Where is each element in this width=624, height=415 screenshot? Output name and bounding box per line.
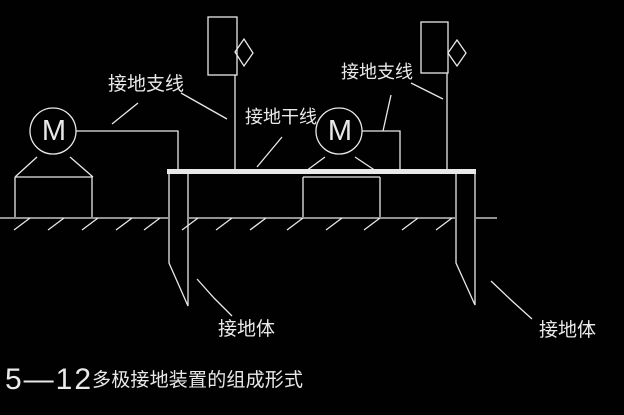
caption-figure-number: 5—12: [5, 363, 94, 396]
equipment-2-symbol: [420, 21, 467, 74]
leader-electrode-right: [490, 280, 533, 320]
equipment-1-box: [207, 16, 238, 76]
grounding-trunk-busbar: [167, 169, 476, 174]
equipment-2-box: [420, 21, 449, 74]
motor-2-symbol: [302, 107, 381, 217]
motor-2-letter: M: [327, 115, 353, 147]
grounding-rod-left: [168, 174, 189, 307]
motor-1-symbol: [14, 107, 94, 217]
leader-branch-left-to-wire1: [180, 92, 228, 120]
leader-trunk-to-busbar: [256, 136, 283, 168]
ground-hatching: [13, 217, 453, 231]
motor-1-branch-wire: [76, 130, 179, 169]
label-grounding-branch-left: 接地支线: [108, 74, 185, 95]
motor-1-pedestal: [14, 176, 93, 217]
equipment-2-diamond-icon: [447, 38, 467, 68]
motor-1-letter: M: [41, 115, 67, 147]
label-grounding-electrode-left: 接地体: [218, 319, 276, 340]
grounding-rod-right: [455, 174, 476, 306]
label-grounding-branch-right: 接地支线: [341, 62, 413, 82]
label-grounding-electrode-right: 接地体: [539, 320, 597, 341]
motor-2-branch-wire: [362, 130, 401, 169]
leader-branch-right-to-motor2: [382, 94, 392, 132]
motor-1-trapezoid: [14, 156, 94, 178]
label-grounding-trunk: 接地干线: [245, 107, 317, 127]
leader-branch-right-to-wire2: [410, 82, 444, 100]
leader-branch-left-to-motor1: [111, 102, 139, 125]
motor-2-pedestal: [302, 176, 381, 217]
motor-2-trapezoid: [305, 156, 377, 172]
leader-electrode-left: [196, 278, 233, 317]
equipment-1-diamond-icon: [234, 37, 254, 68]
caption-figure-title: 多极接地装置的组成形式: [92, 370, 304, 391]
equipment-1-symbol: [207, 16, 254, 76]
